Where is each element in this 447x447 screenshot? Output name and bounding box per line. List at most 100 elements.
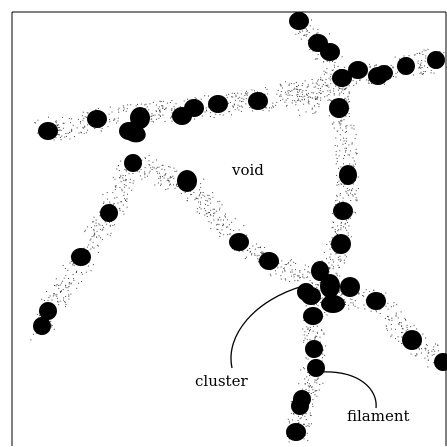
speckle-dot: [58, 134, 60, 136]
speckle-dot: [307, 93, 309, 94]
speckle-dot: [433, 346, 435, 348]
speckle-dot: [295, 88, 297, 90]
speckle-dot: [70, 293, 72, 295]
speckle-dot: [341, 56, 343, 58]
speckle-dot: [339, 266, 340, 268]
speckle-dot: [342, 200, 344, 202]
filament-label: filament: [347, 407, 410, 425]
speckle-dot: [299, 277, 301, 279]
speckle-dot: [62, 289, 64, 290]
speckle-dot: [196, 211, 198, 213]
speckle-dot: [326, 60, 328, 62]
speckle-dot: [126, 200, 128, 202]
speckle-dot: [306, 94, 308, 96]
speckle-dot: [293, 83, 295, 85]
speckle-dot: [151, 115, 153, 117]
speckle-dot: [217, 229, 219, 231]
speckle-dot: [206, 212, 208, 214]
speckle-dot: [168, 180, 170, 182]
speckle-dot: [150, 167, 152, 169]
speckle-dot: [154, 184, 156, 186]
speckle-dot: [309, 385, 311, 387]
speckle-dot: [298, 422, 300, 424]
speckle-dot: [103, 227, 105, 228]
speckle-dot: [84, 116, 86, 118]
speckle-dot: [343, 259, 345, 261]
speckle-dot: [416, 353, 418, 355]
speckle-dot: [50, 320, 52, 322]
speckle-dot: [275, 273, 277, 275]
galaxy-blob: [177, 170, 197, 192]
speckle-dot: [307, 271, 309, 273]
speckle-dot: [306, 339, 308, 341]
speckle-dot: [388, 319, 390, 321]
filament-pointer: [319, 371, 377, 409]
speckle-dot: [216, 224, 217, 226]
speckle-dot: [307, 276, 309, 278]
speckle-dot: [314, 379, 316, 381]
speckle-dot: [351, 194, 353, 196]
speckle-dot: [285, 279, 287, 281]
speckle-dot: [352, 188, 354, 190]
speckle-dot: [99, 224, 101, 226]
speckle-dot: [205, 109, 207, 111]
speckle-dot: [422, 54, 424, 55]
speckle-dot: [257, 91, 258, 93]
speckle-dot: [309, 412, 311, 414]
speckle-dot: [351, 189, 352, 191]
speckle-dot: [348, 85, 350, 87]
speckle-dot: [219, 231, 221, 233]
speckle-dot: [30, 339, 32, 341]
speckle-dot: [121, 188, 123, 190]
speckle-dot: [362, 295, 364, 296]
speckle-dot: [339, 194, 341, 196]
speckle-dot: [293, 276, 295, 278]
speckle-dot: [62, 116, 63, 118]
speckle-dot: [311, 387, 313, 389]
galaxy-blob: [332, 69, 352, 87]
speckle-dot: [297, 279, 299, 281]
speckle-dot: [254, 248, 256, 250]
speckle-dot: [299, 271, 301, 273]
speckle-dot: [287, 90, 289, 92]
speckle-dot: [125, 178, 127, 180]
speckle-dot: [331, 69, 333, 71]
speckle-dot: [301, 99, 303, 101]
speckle-dot: [401, 325, 403, 327]
speckle-dot: [355, 212, 356, 214]
speckle-dot: [159, 115, 161, 117]
speckle-dot: [68, 295, 70, 297]
speckle-dot: [309, 49, 311, 50]
speckle-dot: [316, 103, 318, 105]
speckle-dot: [254, 254, 256, 256]
speckle-dot: [297, 109, 299, 111]
speckle-dot: [68, 283, 70, 285]
speckle-dot: [346, 125, 348, 127]
speckle-dot: [316, 93, 318, 95]
speckle-dot: [316, 331, 318, 333]
speckle-dot: [437, 350, 439, 352]
speckle-dot: [338, 155, 340, 157]
speckle-dot: [76, 287, 78, 289]
speckle-dot: [350, 150, 351, 152]
speckle-dot: [317, 29, 319, 31]
speckle-dot: [295, 101, 297, 103]
speckle-dot: [285, 93, 287, 95]
speckle-dot: [75, 271, 77, 273]
speckle-dot: [363, 304, 365, 306]
speckle-dot: [70, 283, 72, 285]
speckle-dot: [156, 118, 158, 120]
speckle-dot: [338, 88, 340, 90]
speckle-dot: [431, 354, 433, 356]
speckle-dot: [350, 192, 351, 194]
speckle-dot: [328, 262, 330, 264]
speckle-dot: [164, 108, 166, 110]
speckle-dot: [316, 32, 318, 34]
speckle-dot: [344, 147, 346, 149]
speckle-dot: [184, 192, 186, 193]
speckle-dot: [97, 252, 99, 253]
speckle-dot: [314, 394, 316, 396]
speckle-dot: [344, 98, 346, 100]
speckle-dot: [176, 185, 177, 187]
speckle-dot: [386, 328, 388, 330]
